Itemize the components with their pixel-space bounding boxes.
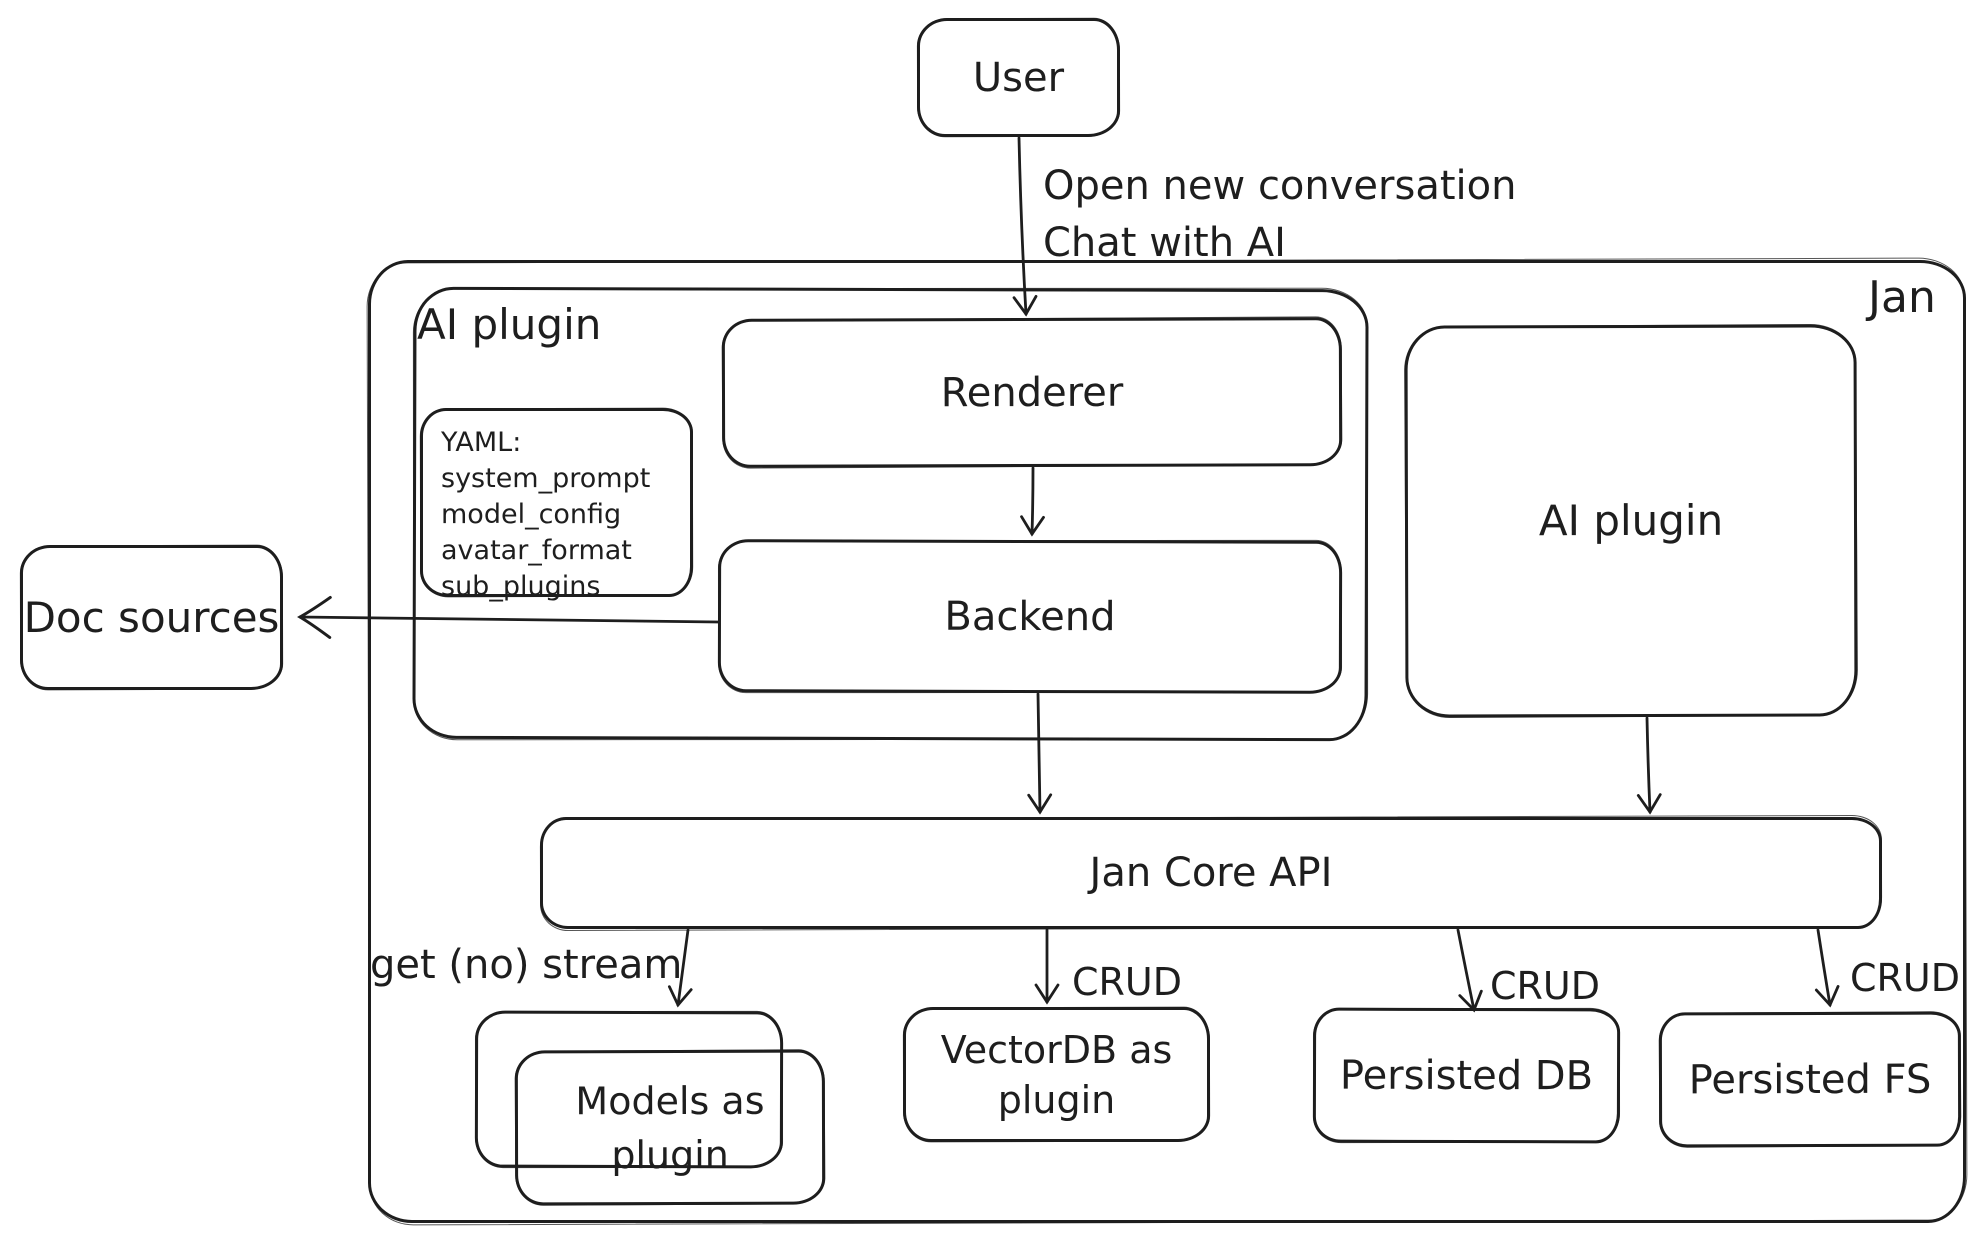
edge-label-crud-persisted-fs: CRUD <box>1850 956 1961 1000</box>
edge-label-get-no-stream: get (no) stream <box>370 942 683 988</box>
renderer-node: Renderer <box>721 317 1343 468</box>
edge-label-line2: Chat with AI <box>1043 220 1286 266</box>
edge-label-crud-vectordb: CRUD <box>1072 960 1183 1004</box>
renderer-node-label: Renderer <box>940 369 1124 416</box>
persisted-db-node-label: Persisted DB <box>1339 1052 1594 1099</box>
yaml-note-line: avatar_format <box>441 535 632 566</box>
edge-label-user-to-renderer: Open new conversation Chat with AI <box>1043 158 1516 272</box>
yaml-note-box: YAML: system_prompt model_config avatar_… <box>420 408 693 602</box>
edge-label-line1: Open new conversation <box>1043 163 1517 209</box>
jan-core-api-node: Jan Core API <box>540 817 1882 929</box>
backend-node: Backend <box>717 539 1343 694</box>
yaml-note-text: YAML: system_prompt model_config avatar_… <box>441 425 650 605</box>
doc-sources-node-label: Doc sources <box>23 592 280 642</box>
yaml-note-line: YAML: <box>441 427 522 458</box>
yaml-note-line: system_prompt <box>441 463 651 494</box>
models-as-plugin-label: Models as plugin <box>575 1073 764 1181</box>
persisted-fs-node: Persisted FS <box>1658 1011 1962 1148</box>
vectordb-label-line1: VectorDB as <box>940 1027 1173 1072</box>
models-as-plugin-node: Models as plugin <box>514 1049 826 1206</box>
persisted-fs-node-label: Persisted FS <box>1688 1056 1932 1103</box>
vectordb-label-line2: plugin <box>997 1077 1116 1122</box>
ai-plugin-box-label: AI plugin <box>1538 495 1724 546</box>
backend-node-label: Backend <box>944 593 1116 640</box>
vectordb-as-plugin-label: VectorDB as plugin <box>941 1025 1173 1125</box>
jan-container-label: Jan <box>1868 272 1936 323</box>
vectordb-as-plugin-node: VectorDB as plugin <box>903 1007 1210 1142</box>
models-as-plugin-label-line2: plugin <box>611 1132 729 1177</box>
edge-label-crud-persisted-db: CRUD <box>1490 964 1601 1008</box>
user-node-label: User <box>972 54 1065 101</box>
ai-plugin-group-label: AI plugin <box>417 300 602 349</box>
yaml-note-line: model_config <box>441 499 622 530</box>
jan-container-box <box>368 260 1966 1223</box>
ai-plugin-box: AI plugin <box>1404 324 1858 718</box>
yaml-note-line: sub_plugins <box>441 571 601 602</box>
models-as-plugin-label-line1: Models as <box>575 1078 765 1123</box>
jan-core-api-node-label: Jan Core API <box>1089 850 1333 896</box>
user-node: User <box>917 18 1120 137</box>
doc-sources-node: Doc sources <box>20 545 283 690</box>
persisted-db-node: Persisted DB <box>1312 1007 1621 1144</box>
